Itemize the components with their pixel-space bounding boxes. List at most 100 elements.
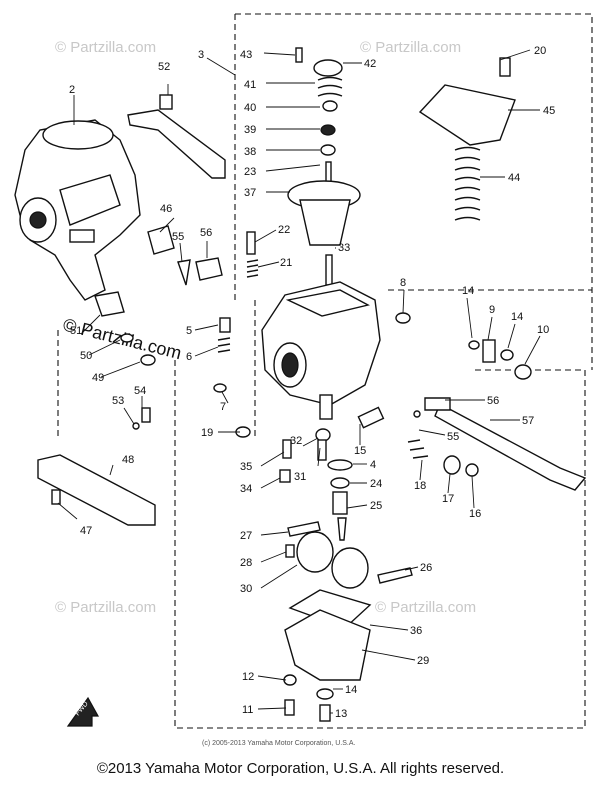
pipe xyxy=(177,259,191,286)
watermark: © Partzilla.com xyxy=(375,599,476,616)
callout-50: 50 xyxy=(80,350,92,362)
washer xyxy=(120,333,134,343)
callout-53: 53 xyxy=(112,395,124,407)
callout-19: 19 xyxy=(201,427,213,439)
callout-55: 55 xyxy=(172,231,184,243)
callout-52: 52 xyxy=(158,61,170,73)
callout-21: 21 xyxy=(280,257,292,269)
callout-12: 12 xyxy=(242,671,254,683)
bolt xyxy=(317,439,327,461)
cap xyxy=(443,455,461,475)
screw xyxy=(246,231,256,255)
washer xyxy=(213,383,227,393)
watermark: © Partzilla.com xyxy=(55,599,156,616)
jet xyxy=(332,491,348,515)
callout-44: 44 xyxy=(508,172,520,184)
callout-17: 17 xyxy=(442,493,454,505)
callout-6: 6 xyxy=(186,351,192,363)
carburetor-assembly xyxy=(14,119,141,301)
screw xyxy=(482,339,496,363)
callout-45: 45 xyxy=(543,105,555,117)
pipe xyxy=(357,406,385,429)
callout-23: 23 xyxy=(244,166,256,178)
callout-38: 38 xyxy=(244,146,256,158)
callout-41: 41 xyxy=(244,79,256,91)
screw xyxy=(159,94,173,110)
jet xyxy=(315,428,331,442)
callout-54: 54 xyxy=(134,385,146,397)
callout-51: 51 xyxy=(70,325,82,337)
watermark: © Partzilla.com xyxy=(55,39,156,56)
link-rod xyxy=(434,403,587,491)
fwd-arrow: FWD xyxy=(66,696,100,727)
copyright-footer: ©2013 Yamaha Motor Corporation, U.S.A. A… xyxy=(96,760,505,777)
callout-14: 14 xyxy=(345,684,357,696)
callout-7: 7 xyxy=(220,401,226,413)
holder xyxy=(195,257,223,281)
float-bowl xyxy=(284,609,371,681)
callout-26: 26 xyxy=(420,562,432,574)
washer xyxy=(468,340,480,350)
callout-35: 35 xyxy=(240,461,252,473)
callout-32: 32 xyxy=(290,435,302,447)
needle xyxy=(337,517,347,541)
callout-15: 15 xyxy=(354,445,366,457)
callout-16: 16 xyxy=(469,508,481,520)
callout-10: 10 xyxy=(537,324,549,336)
o-ring xyxy=(330,477,350,489)
stay xyxy=(37,454,156,526)
callout-34: 34 xyxy=(240,483,252,495)
guide-line xyxy=(57,300,256,440)
callout-49: 49 xyxy=(92,372,104,384)
callout-28: 28 xyxy=(240,557,252,569)
upper-stack xyxy=(287,47,361,286)
callout-8: 8 xyxy=(400,277,406,289)
diaphragm-cover xyxy=(418,84,516,146)
callout-13: 13 xyxy=(335,708,347,720)
callout-36: 36 xyxy=(410,625,422,637)
callout-43: 43 xyxy=(240,49,252,61)
callout-55: 55 xyxy=(447,431,459,443)
joint xyxy=(424,397,451,411)
watermark: © Partzilla.com xyxy=(360,39,461,56)
washer xyxy=(413,410,421,418)
screw xyxy=(284,699,295,716)
callout-25: 25 xyxy=(370,500,382,512)
callout-4: 4 xyxy=(370,459,376,471)
pin xyxy=(377,567,413,584)
jet xyxy=(282,439,292,459)
inner-copyright-notice: (c) 2005-2013 Yamaha Motor Corporation, … xyxy=(202,740,355,747)
screw xyxy=(51,489,61,505)
spring xyxy=(407,439,429,459)
callout-42: 42 xyxy=(364,58,376,70)
mounting-bracket xyxy=(127,109,226,179)
carburetor-body xyxy=(261,281,381,420)
callout-20: 20 xyxy=(534,45,546,57)
screw xyxy=(514,364,532,380)
spring xyxy=(246,259,259,278)
callout-11: 11 xyxy=(242,704,253,716)
spring xyxy=(217,337,231,353)
pipe xyxy=(147,225,175,255)
screw xyxy=(285,544,295,558)
callout-18: 18 xyxy=(414,480,426,492)
callout-56: 56 xyxy=(200,227,212,239)
callout-29: 29 xyxy=(417,655,429,667)
callout-22: 22 xyxy=(278,224,290,236)
bolt xyxy=(395,312,411,324)
callout-40: 40 xyxy=(244,102,256,114)
upper-assembly-outline xyxy=(234,13,593,370)
callout-39: 39 xyxy=(244,124,256,136)
callout-3: 3 xyxy=(198,49,204,61)
callout-37: 37 xyxy=(244,187,256,199)
float xyxy=(296,531,334,573)
callout-30: 30 xyxy=(240,583,252,595)
cap xyxy=(465,463,479,477)
callout-56: 56 xyxy=(487,395,499,407)
pin xyxy=(287,521,321,537)
callout-57: 57 xyxy=(522,415,534,427)
callout-27: 27 xyxy=(240,530,252,542)
callout-31: 31 xyxy=(294,471,306,483)
screw xyxy=(219,317,231,333)
